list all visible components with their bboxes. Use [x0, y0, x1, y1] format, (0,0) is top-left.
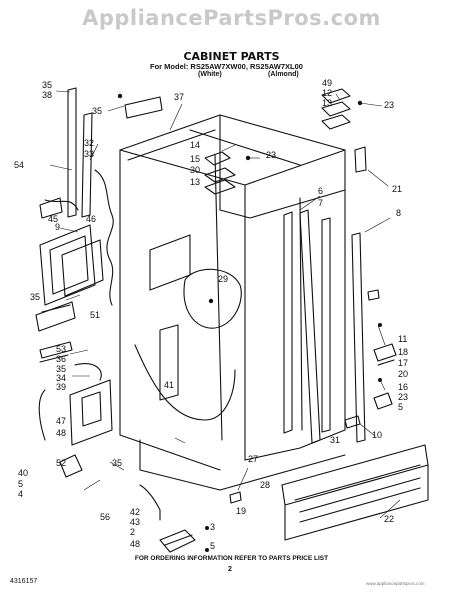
part-callout: 48: [130, 539, 140, 549]
ordering-notice: FOR ORDERING INFORMATION REFER TO PARTS …: [134, 555, 329, 562]
variant-white-label: (White): [198, 71, 222, 78]
part-callout: 46: [86, 214, 96, 224]
part-callout: 22: [384, 514, 394, 524]
base-grille: [281, 444, 429, 541]
part-callout: 2: [130, 527, 135, 537]
variant-almond-label: (Almond): [268, 71, 299, 78]
callout-layer: 3538353732335445946355153363534394748524…: [14, 78, 408, 551]
part-callout: 32: [84, 138, 94, 148]
part-callout: 28: [260, 480, 270, 490]
bottom-hinge-center: [139, 484, 196, 553]
part-callout: 19: [236, 506, 246, 516]
part-callout: 33: [84, 149, 94, 159]
cabinet-openings: [134, 234, 242, 421]
part-callout: 35: [30, 292, 40, 302]
top-hinge-center: [204, 151, 236, 195]
part-callout: 23: [266, 150, 276, 160]
page-number: 2: [228, 566, 232, 573]
part-callout: 23: [398, 392, 408, 402]
bottom-hinge-right: [373, 343, 397, 410]
part-callout: 23: [384, 100, 394, 110]
part-callout: 3: [210, 522, 215, 532]
part-callout: 35: [56, 364, 66, 374]
part-callout: 14: [190, 140, 200, 150]
part-callout: 4: [18, 489, 23, 499]
part-callout: 51: [90, 310, 100, 320]
part-callout: 40: [18, 468, 28, 478]
part-callout: 36: [56, 354, 66, 364]
part-callout: 6: [318, 186, 323, 196]
control-hardware-left: [38, 341, 113, 478]
small-parts: [124, 96, 380, 504]
part-callout: 11: [398, 334, 407, 344]
wiring-harness: [39, 169, 114, 306]
part-callout: 43: [130, 517, 140, 527]
part-callout: 31: [330, 435, 340, 445]
part-callout: 13: [190, 177, 200, 187]
part-callout: 20: [398, 369, 408, 379]
part-callout: 7: [318, 198, 323, 208]
part-callout: 18: [398, 347, 408, 357]
part-callout: 48: [56, 428, 66, 438]
part-callout: 49: [322, 78, 332, 88]
part-callout: 21: [392, 184, 402, 194]
part-callout: 45: [48, 214, 58, 224]
part-callout: 5: [210, 541, 215, 551]
part-callout: 47: [56, 416, 66, 426]
part-callout: 5: [398, 402, 403, 412]
light-housing: [39, 224, 104, 306]
part-callout: 56: [100, 512, 110, 522]
watermark: AppliancePartsPros.com: [82, 6, 381, 30]
part-callout: 35: [42, 80, 52, 90]
leader-lines: [49, 90, 401, 519]
part-callout: 30: [190, 165, 200, 175]
part-callout: 27: [248, 454, 258, 464]
part-callout: 8: [396, 208, 401, 218]
part-callout: 52: [56, 458, 66, 468]
part-callout: 5: [18, 479, 23, 489]
part-callout: 15: [190, 154, 200, 164]
part-callout: 12: [322, 88, 332, 98]
part-callout: 9: [55, 222, 60, 232]
part-callout: 34: [56, 373, 66, 383]
part-callout: 38: [42, 90, 52, 100]
part-callout: 35: [92, 106, 102, 116]
part-callout: 10: [372, 430, 382, 440]
part-callout: 39: [56, 382, 66, 392]
top-hinge-right: [321, 88, 351, 130]
part-callout: 54: [14, 160, 24, 170]
part-callout: 37: [174, 92, 184, 102]
part-callout: 29: [218, 274, 228, 284]
model-line: For Model: RS25AW7XW00, RS25AW7XL00: [150, 62, 303, 71]
part-callout: 13: [322, 98, 332, 108]
diagram-title: CABINET PARTS: [183, 50, 280, 63]
document-number: 4316157: [10, 578, 38, 585]
part-callout: 41: [164, 380, 174, 390]
door-trims-right: [283, 209, 366, 444]
part-callout: 35: [112, 458, 122, 468]
part-callout: 53: [56, 344, 66, 354]
part-callout: 16: [398, 382, 408, 392]
fine-print: www.appliancepartspros.com: [366, 581, 425, 586]
screws: [117, 93, 382, 552]
light-lens: [35, 301, 76, 332]
part-callout: 17: [398, 358, 408, 368]
breaker-strips-left: [67, 87, 93, 218]
part-callout: 42: [130, 507, 140, 517]
